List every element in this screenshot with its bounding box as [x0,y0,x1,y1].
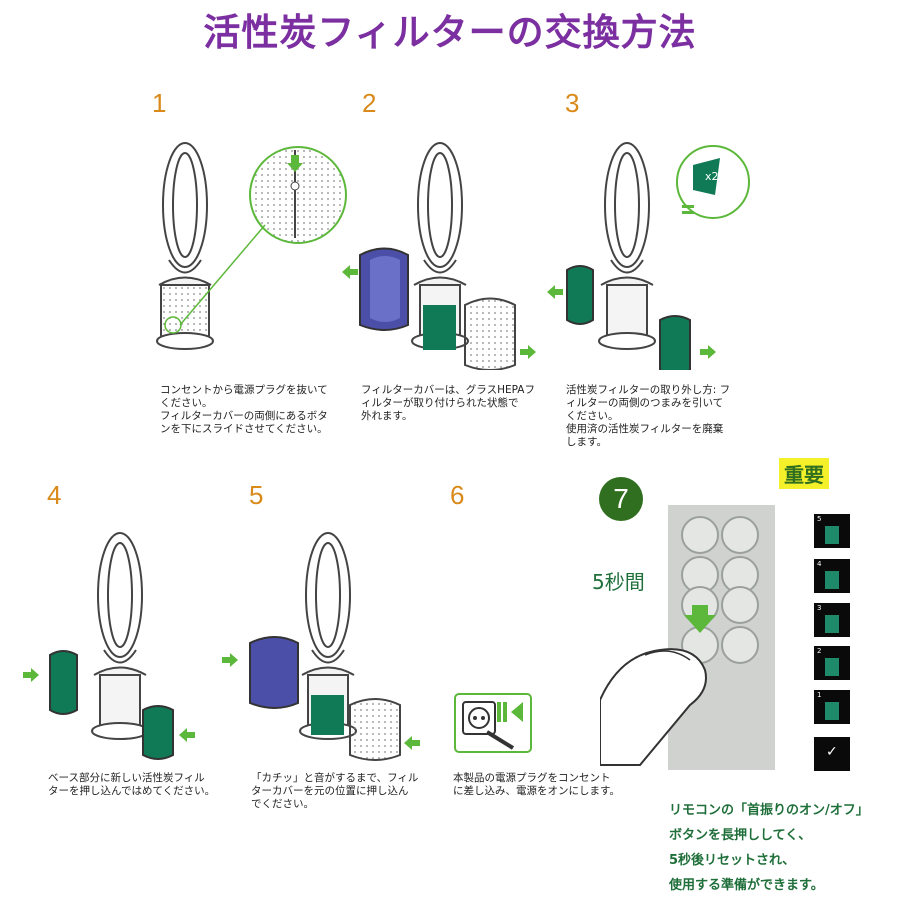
step-4-illustration [23,532,195,760]
step-1-illustration [156,142,347,350]
plug-in-illustration [454,693,532,753]
step-number-4: 4 [47,480,62,510]
countdown-thumb-5: 5 [814,514,850,548]
important-badge: 重要 [779,458,829,489]
reset-line-1: リモコンの「首振りのオン/オフ」 [669,803,869,818]
step-3-caption: 活性炭フィルターの取り外し方: フ ィルターの両側のつまみを引いて ください。 … [566,384,731,448]
step-6-caption: 本製品の電源プラグをコンセント に差し込み、電源をオンにします。 [453,772,620,797]
step-3-illustration: x2 [547,142,750,370]
remote-control-illustration [600,505,775,770]
step-number-3: 3 [565,88,580,118]
page-title: 活性炭フィルターの交換方法 [203,10,697,54]
countdown-thumb-done: ✓ [814,737,850,771]
step-5-caption: 「カチッ」と音がするまで、フィル ターカバーを元の位置に押し込ん でください。 [251,772,419,810]
countdown-thumb-1: 1 [814,690,850,724]
reset-instructions: リモコンの「首振りのオン/オフ」 ボタンを長押ししてく、 5秒後リセットされ、 … [669,798,899,898]
step-number-1: 1 [152,88,167,118]
step-4-caption: ベース部分に新しい活性炭フィル ターを押し込んではめてください。 [48,772,216,797]
step-number-7: 7 [599,477,643,521]
countdown-thumb-2: 2 [814,646,850,680]
step-number-2: 2 [362,88,377,118]
reset-line-3: 5秒後リセットされ、 [669,853,796,868]
step-number-5: 5 [249,480,264,510]
check-icon: ✓ [826,744,838,760]
seconds-label: 5秒間 [592,570,645,594]
step-2-illustration [342,142,536,370]
step-number-6: 6 [450,480,465,510]
countdown-thumb-4: 4 [814,559,850,593]
step-1-caption: コンセントから電源プラグを抜いて ください。 フィルターカバーの両側にあるボタ … [160,384,328,435]
step-2-caption: フィルターカバーは、グラスHEPAフ ィルターが取り付けられた状態で 外れます。 [361,384,535,422]
reset-line-2: ボタンを長押ししてく、 [669,828,812,843]
reset-line-4: 使用する準備ができます。 [669,878,824,893]
x2-badge: x2 [705,170,719,183]
step-5-illustration [222,532,420,761]
countdown-thumb-3: 3 [814,603,850,637]
